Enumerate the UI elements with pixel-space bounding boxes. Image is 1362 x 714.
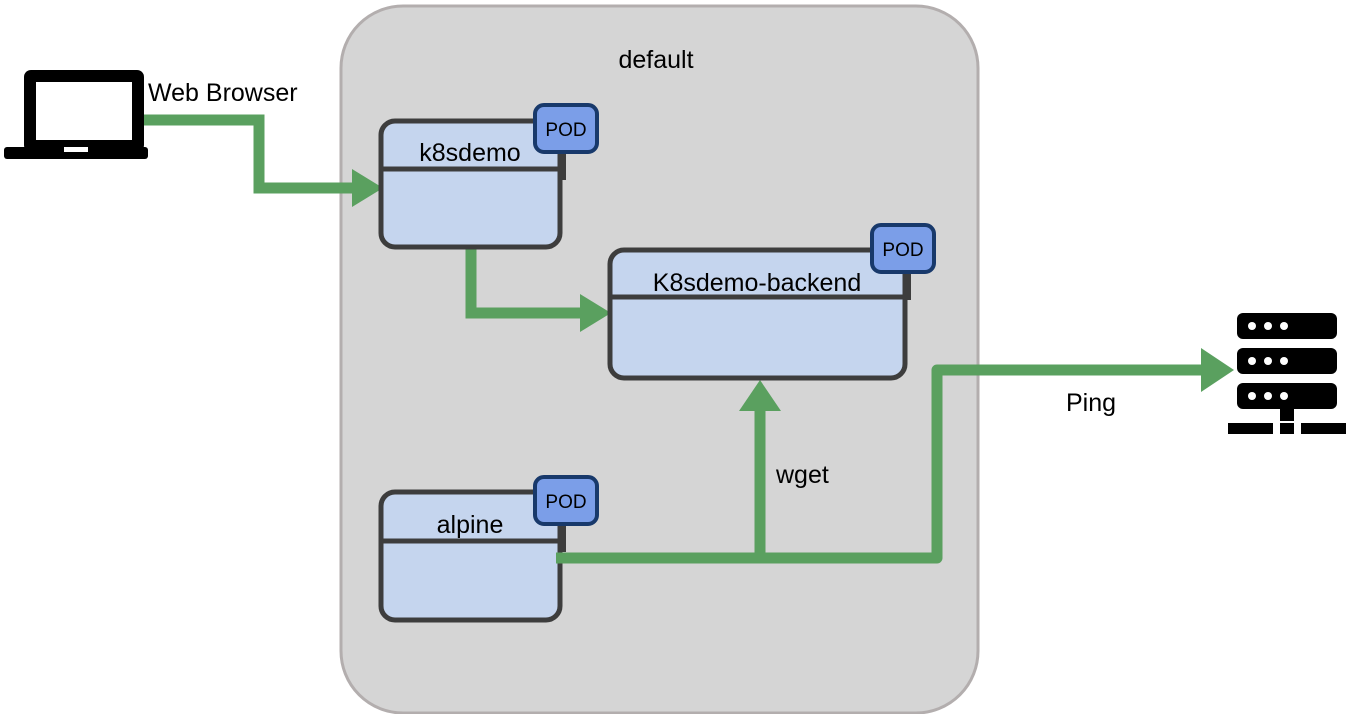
server-rack-base-left <box>1228 423 1273 434</box>
server-led-2a <box>1248 357 1256 365</box>
edge-label-web-browser: Web Browser <box>148 79 298 107</box>
server-rack-stem <box>1280 409 1294 421</box>
laptop-icon-notch <box>64 147 88 152</box>
edge-k8sdemo-to-backend-arrowhead <box>580 294 611 332</box>
server-led-1b <box>1264 322 1272 330</box>
edge-wget-arrowhead <box>739 380 781 411</box>
pod-backend-box <box>607 247 908 381</box>
pod-backend-badge-box <box>870 223 936 274</box>
pod-k8sdemo-box <box>378 118 563 250</box>
server-led-1c <box>1280 322 1288 330</box>
laptop-icon-screen <box>36 82 132 140</box>
edge-web-browser: Web Browser <box>139 79 383 207</box>
laptop-icon <box>4 70 148 159</box>
pod-k8sdemo-title: k8sdemo <box>419 139 520 167</box>
server-led-3a <box>1248 392 1256 400</box>
edge-ping-line <box>560 364 1204 564</box>
pod-k8sdemo-badge-label: POD <box>545 120 586 141</box>
edge-k8sdemo-to-backend <box>465 245 611 332</box>
server-rack-icon <box>1228 313 1346 434</box>
pod-k8sdemo-backend[interactable]: K8sdemo-backend POD <box>607 223 936 381</box>
pod-k8sdemo[interactable]: k8sdemo POD <box>378 103 599 250</box>
server-led-2c <box>1280 357 1288 365</box>
edge-label-ping: Ping <box>1066 389 1116 417</box>
edge-web-browser-line <box>139 114 355 194</box>
pod-alpine-badge-box <box>533 475 599 526</box>
edge-ping: Ping <box>560 348 1234 564</box>
server-led-1a <box>1248 322 1256 330</box>
pod-alpine-badge-label: POD <box>545 492 586 513</box>
pod-backend-title: K8sdemo-backend <box>653 269 861 297</box>
edge-web-browser-arrowhead <box>352 169 383 207</box>
laptop-icon-base <box>4 147 148 159</box>
server-led-2b <box>1264 357 1272 365</box>
server-led-3c <box>1280 392 1288 400</box>
edge-wget: wget <box>739 380 829 563</box>
namespace-label: default <box>618 46 693 74</box>
pod-alpine-title: alpine <box>437 511 504 539</box>
server-led-3b <box>1264 392 1272 400</box>
pod-backend-badge-label: POD <box>882 240 923 261</box>
pod-k8sdemo-badge-box <box>533 103 599 154</box>
pod-alpine-badge: POD <box>533 475 599 526</box>
pod-k8sdemo-badge: POD <box>533 103 599 154</box>
edge-ping-arrowhead <box>1201 348 1234 392</box>
edge-label-wget: wget <box>775 461 829 489</box>
server-rack-base-right <box>1301 423 1346 434</box>
server-rack-base-center <box>1280 423 1294 434</box>
edge-k8sdemo-to-backend-line <box>465 245 583 319</box>
pod-backend-badge: POD <box>870 223 936 274</box>
